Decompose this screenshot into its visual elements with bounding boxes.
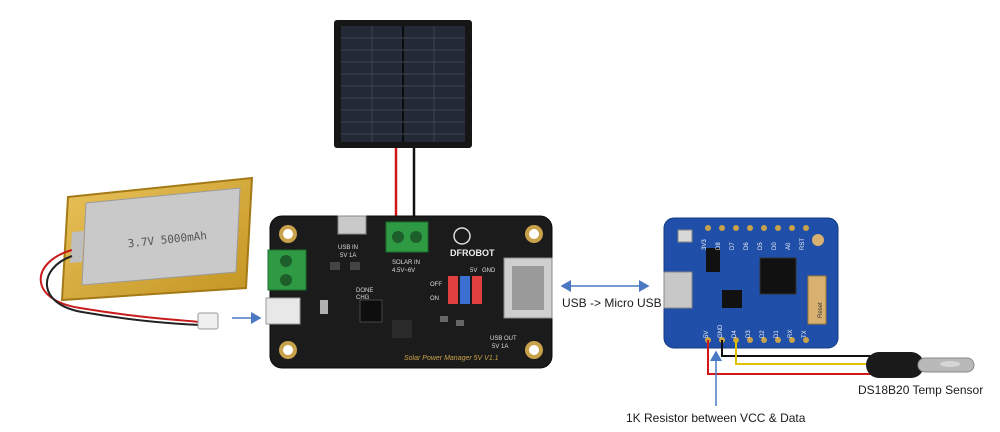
pin-label: D7	[730, 242, 736, 250]
pin-label: 5V	[704, 331, 710, 338]
jst-plug	[197, 312, 219, 330]
label-chg: CHG	[356, 295, 370, 301]
battery-lead-red	[39, 249, 201, 323]
label-solar-in: SOLAR IN	[392, 260, 420, 266]
usb-link-label: USB -> Micro USB	[562, 296, 662, 310]
sensor-label: DS18B20 Temp Sensor	[858, 383, 984, 397]
sensor-wire-yellow	[735, 340, 872, 365]
resistor-label: 1K Resistor between VCC & Data	[626, 411, 806, 425]
label-usb-in-spec: 5V 1A	[340, 253, 356, 259]
sensor-wire-red	[707, 340, 872, 375]
pin-label: D2	[760, 330, 766, 338]
wemos-d1-mini-board	[663, 217, 839, 349]
pin-label: D8	[716, 242, 722, 250]
label-done: DONE	[356, 288, 373, 294]
pin-label: D0	[772, 242, 778, 250]
solar-panel	[334, 20, 472, 148]
label-on: ON	[430, 296, 439, 302]
pin-label: A0	[786, 242, 792, 250]
label-off: OFF	[430, 282, 442, 288]
wemos-top-pin-labels: 3V3 D8 D7 D6 D5 D0 A0 RST	[702, 238, 806, 250]
battery-lead-black	[45, 255, 201, 326]
ds18b20-probe	[866, 352, 975, 378]
pin-label: RX	[788, 330, 794, 338]
pin-label: 3V3	[702, 239, 708, 250]
pin-label: D4	[732, 330, 738, 338]
pin-label: RST	[800, 238, 806, 250]
label-5v: 5V	[470, 268, 477, 274]
pin-label: TX	[802, 330, 808, 338]
solar-power-manager-board	[265, 215, 553, 369]
label-solar-spec: 4.5V~6V	[392, 268, 415, 274]
label-usb-out-spec: 5V 1A	[492, 344, 508, 350]
label-usb-in: USB IN	[338, 245, 358, 251]
pin-label: D1	[774, 330, 780, 338]
lipo-battery	[60, 176, 254, 302]
pin-label: D6	[744, 242, 750, 250]
pin-label: GND	[718, 324, 724, 338]
wemos-bottom-pin-labels: 5V GND D4 D3 D2 D1 RX TX	[704, 324, 808, 338]
board-brand: DFROBOT	[450, 248, 495, 258]
label-usb-out: USB OUT	[490, 336, 517, 342]
sensor-wire-black	[721, 340, 872, 357]
label-gnd: GND	[482, 268, 496, 274]
board-name: Solar Power Manager 5V V1.1	[404, 355, 499, 362]
pin-label: D5	[758, 242, 764, 250]
pin-label: D3	[746, 330, 752, 338]
reset-label: Reset	[818, 302, 824, 318]
